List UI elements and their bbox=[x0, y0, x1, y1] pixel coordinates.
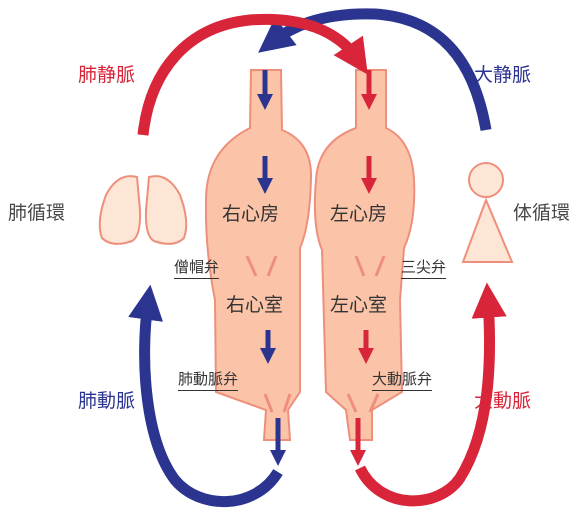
right-ventricle-label: 右心室 bbox=[226, 296, 283, 315]
aortic-valve-label: 大動脈弁 bbox=[372, 372, 432, 391]
left-ventricle-label: 左心室 bbox=[330, 296, 387, 315]
tricuspid-valve-label: 三尖弁 bbox=[401, 260, 446, 279]
right-atrium-label: 右心房 bbox=[222, 205, 279, 224]
aorta-label: 大動脈 bbox=[474, 392, 531, 411]
mitral-valve-label: 僧帽弁 bbox=[174, 260, 219, 279]
pulmonary-artery-label: 肺動脈 bbox=[78, 392, 135, 411]
pulmonary-circulation-label: 肺循環 bbox=[8, 204, 65, 223]
vena-cava-label: 大静脈 bbox=[474, 66, 531, 85]
pulmonary-valve-label: 肺動脈弁 bbox=[178, 372, 238, 391]
systemic-circulation-label: 体循環 bbox=[513, 204, 570, 223]
left-atrium-label: 左心房 bbox=[330, 205, 387, 224]
lungs-icon bbox=[100, 176, 187, 244]
pulmonary-vein-label: 肺静脈 bbox=[78, 66, 135, 85]
person-icon bbox=[463, 163, 512, 262]
